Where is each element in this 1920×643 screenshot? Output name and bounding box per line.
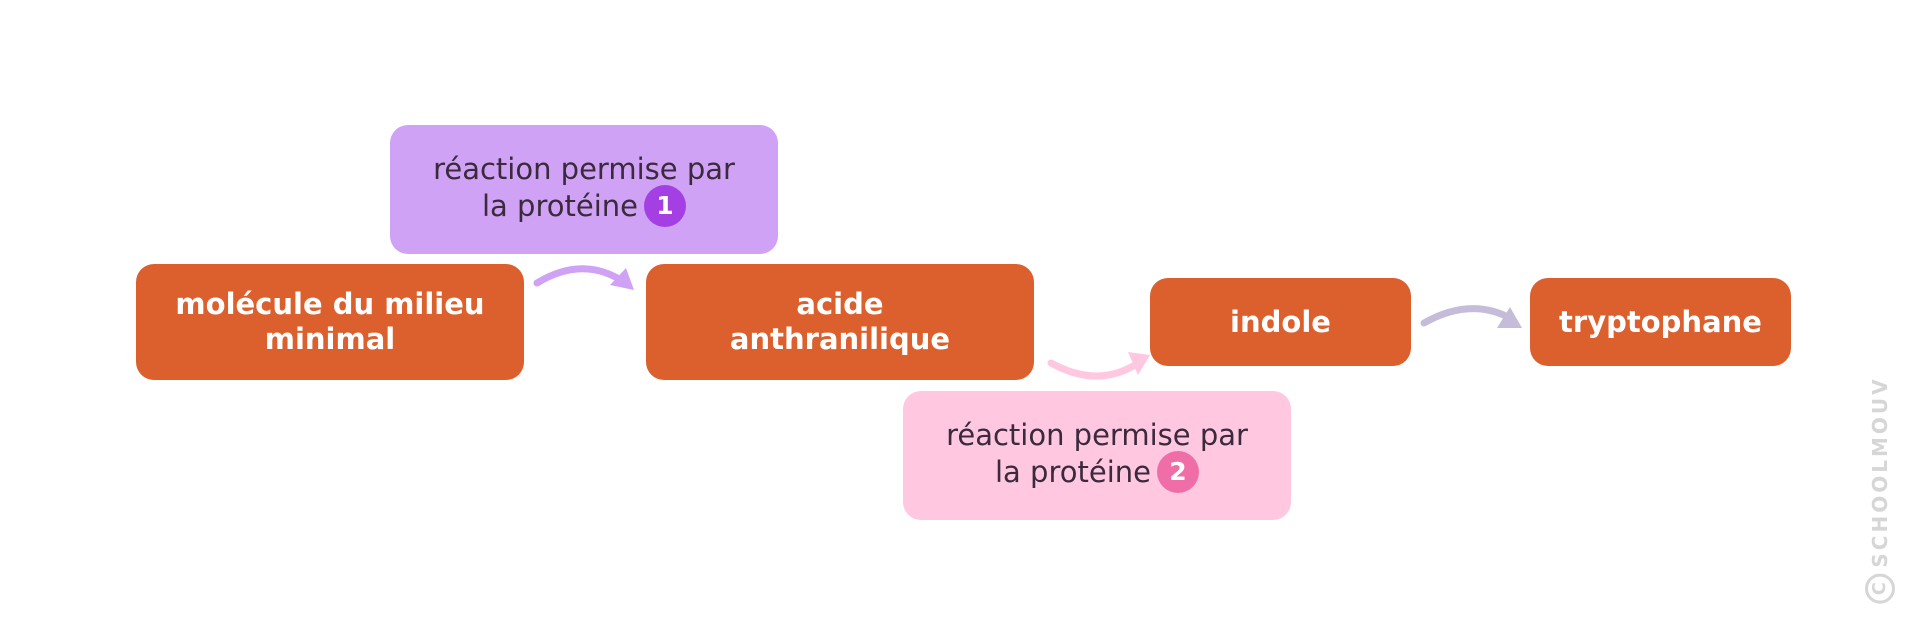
molecule-tryptophan-box: tryptophane xyxy=(1530,278,1791,366)
reaction-2-line1: réaction permise par xyxy=(946,417,1248,452)
copyright-icon: C xyxy=(1865,573,1895,604)
molecule-indole-box: indole xyxy=(1150,278,1411,366)
molecule-acid-line2: anthranilique xyxy=(729,322,951,356)
molecule-start-line2: minimal xyxy=(264,322,396,356)
molecule-start-line1: molécule du milieu xyxy=(175,287,485,321)
reaction-1-line1: réaction permise par xyxy=(433,151,735,186)
arrow-3 xyxy=(1420,305,1522,328)
arrow-1 xyxy=(533,265,634,290)
molecule-start-box: molécule du milieu minimal xyxy=(136,264,524,380)
reaction-1-line2: la protéine xyxy=(482,188,638,223)
protein-1-badge: 1 xyxy=(643,184,686,227)
molecule-tryptophan-label: tryptophane xyxy=(1559,304,1762,339)
arrow-2 xyxy=(1047,352,1150,380)
reaction-2-line2: la protéine xyxy=(995,454,1151,489)
protein-2-badge: 2 xyxy=(1156,450,1199,493)
molecule-indole-label: indole xyxy=(1230,304,1331,339)
molecule-acid-box: acide anthranilique xyxy=(646,264,1034,380)
molecule-acid-line1: acide xyxy=(796,287,884,321)
watermark-text: SCHOOLMOUV xyxy=(1868,376,1892,568)
schoolmouv-watermark: C SCHOOLMOUV xyxy=(1865,376,1895,604)
